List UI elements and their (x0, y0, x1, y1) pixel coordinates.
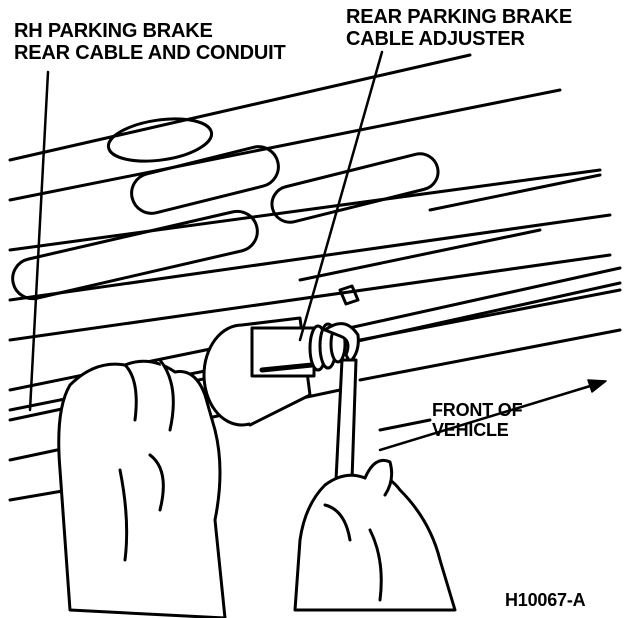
cable-clip (338, 284, 360, 306)
stamped-recess-1 (130, 145, 280, 215)
right-hand-crease (368, 528, 383, 602)
leader-rh-cable (28, 70, 50, 412)
figure-code: H10067-A (505, 590, 586, 610)
front-arrow (378, 379, 607, 452)
floor-pan-crease-2 (428, 173, 602, 212)
left-hand-crease (118, 468, 129, 562)
floor-pan-right-rail-2 (358, 328, 622, 382)
front-arrow-shaft (378, 381, 602, 452)
wrench-jaw (323, 322, 360, 364)
stamped-recess-3 (11, 209, 259, 301)
callout-front-of-vehicle: FRONT OF VEHICLE (432, 400, 523, 440)
floor-pan-stampings (11, 117, 602, 301)
left-hand (57, 358, 227, 618)
right-hand (293, 458, 457, 612)
cable-lower-line (338, 281, 622, 347)
floor-pan-upper-edge (8, 88, 562, 202)
cable-upper-line (338, 266, 622, 332)
callout-front-line1: FRONT OF (432, 400, 523, 420)
callout-rh-cable-conduit: RH PARKING BRAKE REAR CABLE AND CONDUIT (14, 20, 286, 64)
front-arrow-head (587, 379, 607, 393)
right-hand-finger (323, 503, 352, 542)
callout-rh-cable-line1: RH PARKING BRAKE (14, 20, 213, 42)
wrench-handle (334, 358, 358, 482)
stamped-recess-2 (270, 152, 440, 224)
callout-adjuster-line1: REAR PARKING BRAKE (346, 6, 573, 28)
floor-pan-top-edge (8, 53, 472, 162)
left-hand-finger-2 (158, 358, 175, 432)
callout-front-line2: VEHICLE (432, 420, 509, 440)
floor-pan-right-lower (378, 418, 432, 432)
adjuster-rod-shading (259, 362, 315, 373)
left-hand-knuckle (148, 453, 165, 512)
floor-pan-rib-1 (8, 168, 602, 252)
callout-adjuster-line2: CABLE ADJUSTER (346, 28, 525, 50)
left-hand-outline (57, 359, 227, 618)
leader-adjuster (298, 50, 384, 342)
leader-lines (28, 50, 384, 412)
access-hole (106, 117, 214, 163)
cable-adjuster (202, 316, 347, 427)
floor-pan-rib-3 (8, 253, 612, 342)
right-hand-thumb (363, 458, 394, 497)
callout-rh-cable-line2: REAR CABLE AND CONDUIT (14, 42, 286, 64)
floor-pan-rib-2 (8, 213, 612, 302)
callout-cable-adjuster: REAR PARKING BRAKE CABLE ADJUSTER (346, 6, 572, 50)
floor-pan-crease (298, 228, 542, 282)
left-hand-finger-1 (123, 363, 138, 422)
